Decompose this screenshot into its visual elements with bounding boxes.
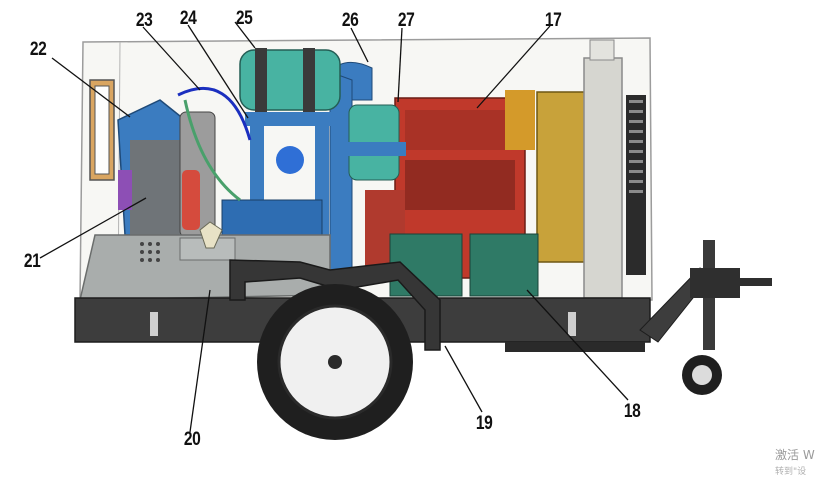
- leader-21: [39, 197, 147, 259]
- coolant-tank: [239, 48, 341, 112]
- callout-19: 19: [475, 413, 493, 434]
- callout-17: 17: [544, 10, 562, 31]
- pump: [221, 199, 323, 236]
- callout-22: 22: [29, 39, 47, 60]
- wheel: [257, 284, 413, 440]
- watermark-subtitle: 转到"设: [775, 467, 807, 477]
- callout-27: 27: [397, 10, 415, 31]
- leader-20: [189, 289, 211, 433]
- callout-23: 23: [135, 10, 153, 31]
- callout-26: 26: [341, 10, 359, 31]
- leader-27: [397, 27, 403, 103]
- callout-21: 21: [23, 251, 41, 272]
- callout-24: 24: [179, 8, 197, 29]
- callout-20: 20: [183, 429, 201, 450]
- leader-23: [142, 26, 201, 91]
- leader-25: [234, 21, 256, 49]
- callout-25: 25: [235, 8, 253, 29]
- callout-18: 18: [623, 401, 641, 422]
- fender: [229, 259, 441, 351]
- leader-18: [526, 289, 629, 401]
- leader-19: [444, 345, 483, 413]
- leader-17: [476, 25, 551, 109]
- leader-26: [350, 27, 369, 63]
- leader-24: [187, 24, 249, 119]
- watermark-title: 激活 W: [775, 448, 815, 462]
- battery-box-right: [469, 233, 539, 297]
- leader-22: [51, 57, 131, 118]
- compressor: [117, 99, 216, 238]
